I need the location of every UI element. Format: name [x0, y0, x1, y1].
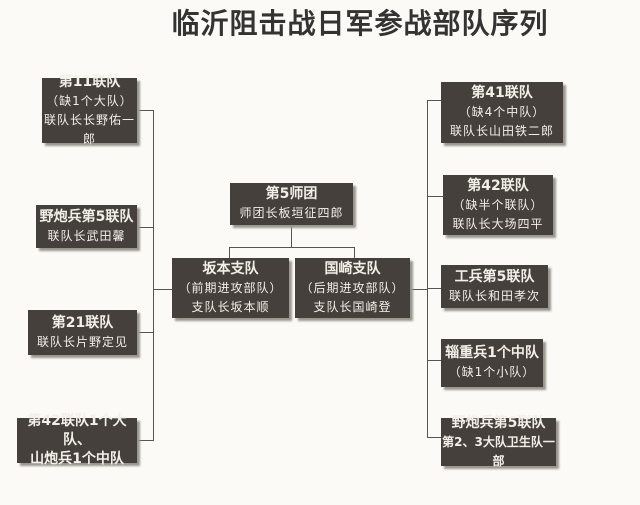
connector [153, 289, 172, 290]
left-trunk-line [153, 110, 154, 441]
connector [137, 332, 154, 333]
sakamoto-detachment-box: 坂本支队 （前期进攻部队） 支队长坂本顺 [172, 258, 289, 318]
right-unit-box: 野炮兵第5联队 第2、3大队卫生队一部 [441, 415, 556, 468]
connector [229, 247, 355, 248]
connector [427, 437, 441, 438]
unit-name: 第42联队1个大队、 [27, 413, 127, 448]
connector [354, 247, 355, 258]
unit-note: （缺4个中队） [458, 105, 546, 119]
detachment-name: 坂本支队 [202, 260, 259, 277]
unit-commander: 联队长大场四平 [452, 216, 544, 231]
detachment-commander: 支队长国崎登 [313, 299, 392, 314]
left-unit-box: 第21联队 联队长片野定见 [28, 310, 137, 355]
unit-commander: 联队长武田馨 [47, 228, 126, 243]
connector [137, 440, 154, 441]
unit-name: 野炮兵第5联队 [451, 414, 546, 431]
connector [291, 225, 292, 247]
connector [427, 360, 441, 361]
detachment-note: （前期进攻部队） [178, 280, 283, 295]
unit-name: 第41联队 [471, 85, 533, 101]
right-trunk-line [427, 100, 428, 438]
division-name: 第5师团 [265, 186, 318, 202]
left-unit-box: 第11联队 （缺1个大队） 联队长长野佑一郎 [42, 74, 137, 146]
unit-commander: 联队长片野定见 [36, 334, 128, 349]
right-unit-box: 辎重兵1个中队 （缺1个小队） [441, 339, 543, 387]
unit-commander: 联队长和田孝次 [448, 288, 540, 303]
connector [427, 288, 441, 289]
unit-name: 第11联队 [58, 73, 121, 90]
unit-name: 辎重兵1个中队 [445, 345, 539, 361]
unit-name: 山炮兵1个中队 [30, 451, 124, 467]
unit-note: （缺半个联队） [452, 197, 544, 212]
detachment-note: （后期进攻部队） [300, 280, 405, 295]
right-unit-box: 第41联队 （缺4个中队） 联队长山田铁二郎 [441, 82, 563, 143]
connector [410, 289, 427, 290]
right-unit-box: 第42联队 （缺半个联队） 联队长大场四平 [443, 175, 553, 235]
connector [137, 110, 154, 111]
left-unit-box: 第42联队1个大队、 山炮兵1个中队 [17, 413, 137, 467]
unit-commander: 联队长长野佑一郎 [43, 112, 135, 146]
unit-note: 第2、3大队卫生队一部 [442, 434, 555, 468]
detachment-commander: 支队长坂本顺 [191, 299, 270, 314]
unit-commander: 联队长山田铁二郎 [449, 124, 554, 138]
right-unit-box: 工兵第5联队 联队长和田孝次 [441, 265, 548, 308]
unit-note: （缺1个小队） [448, 365, 536, 379]
diagram-title: 临沂阻击战日军参战部队序列 [171, 7, 549, 40]
connector [427, 100, 441, 101]
left-unit-box: 野炮兵第5联队 联队长武田馨 [36, 205, 137, 248]
connector [427, 196, 443, 197]
unit-name: 第42联队 [467, 177, 529, 194]
detachment-name: 国崎支队 [324, 260, 381, 277]
unit-name: 第21联队 [51, 314, 114, 331]
division-box: 第5师团 师团长板垣征四郎 [230, 183, 353, 225]
connector [229, 247, 230, 258]
kunisaki-detachment-box: 国崎支队 （后期进攻部队） 支队长国崎登 [295, 258, 410, 318]
unit-name: 工兵第5联队 [454, 268, 535, 285]
division-commander: 师团长板垣征四郎 [239, 206, 344, 220]
connector [137, 227, 154, 228]
unit-note: （缺1个大队） [46, 93, 133, 108]
unit-name: 野炮兵第5联队 [39, 208, 134, 225]
